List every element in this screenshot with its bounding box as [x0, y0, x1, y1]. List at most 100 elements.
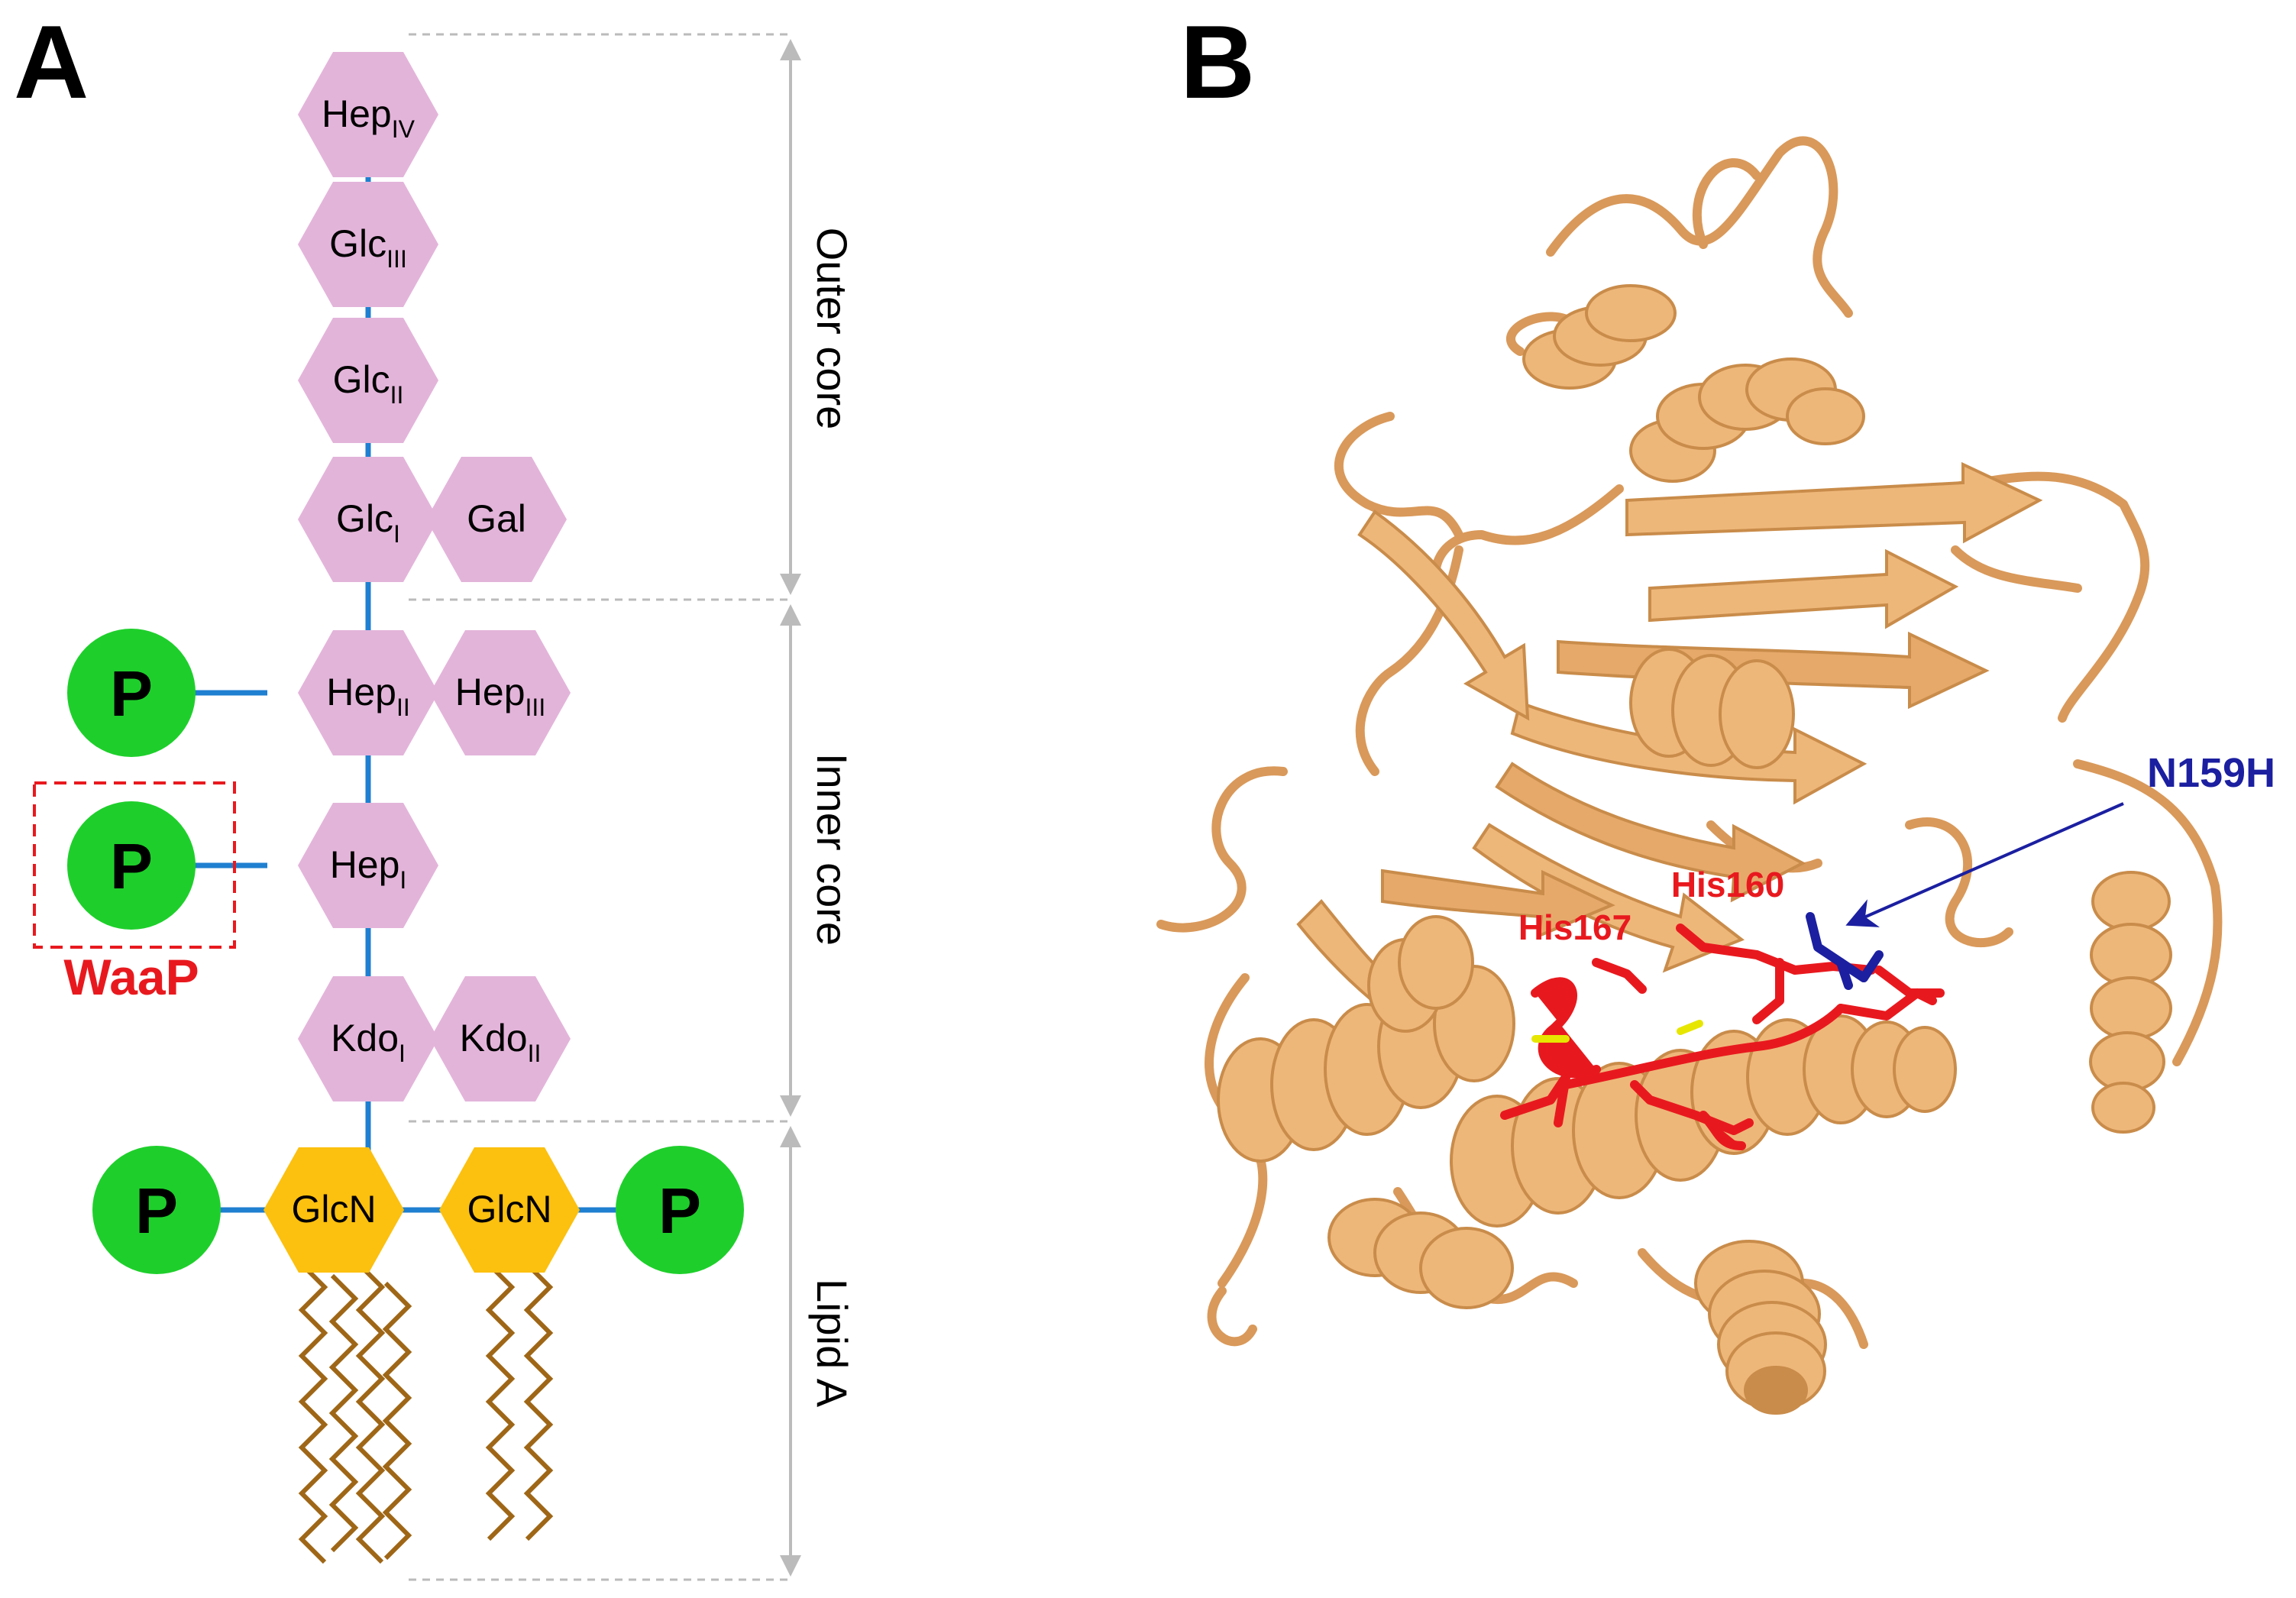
sugar-hexagon	[298, 318, 438, 443]
inner-core-label: Inner core	[808, 753, 856, 946]
sugar-name: Kdo	[331, 1017, 399, 1059]
sugar-gal: Gal	[426, 457, 567, 582]
sugar-label: HepII	[326, 671, 410, 721]
beta-strand-5	[1495, 762, 1806, 903]
sugar-hexagon	[430, 630, 571, 755]
waap-site-box	[33, 781, 236, 949]
helix-center-buried	[1629, 648, 1795, 769]
sugar-label: GlcII	[333, 358, 404, 409]
sugar-glc-iii: GlcIII	[298, 182, 438, 307]
sugar-subscript: II	[396, 694, 410, 721]
his167-helix	[1531, 977, 1601, 1079]
sugar-label: HepIV	[322, 92, 416, 143]
sugar-label: GlcN	[467, 1188, 551, 1231]
region-guides	[409, 33, 801, 1581]
sugar-hexagon	[439, 1147, 580, 1273]
phosphate-label: P	[110, 658, 153, 729]
sugar-hexagon	[298, 457, 438, 582]
sugar-name: Hep	[326, 671, 396, 713]
sugar-subscript: III	[386, 245, 407, 273]
beta-strand-6	[1472, 823, 1745, 973]
sulfur-atoms	[1531, 1020, 1703, 1043]
sugar-hexagon	[298, 630, 438, 755]
sugar-hexagon	[298, 803, 438, 928]
sugar-glc-i: GlcI	[298, 457, 438, 582]
sugar-label: HepIII	[455, 671, 545, 721]
sugar-glcn-right: GlcN	[439, 1147, 580, 1273]
panel-b-label: B	[1180, 4, 1255, 120]
helix-top-left	[1522, 284, 1677, 390]
his167-label: His167	[1518, 907, 1631, 947]
n159h-arrow	[1845, 802, 2124, 927]
helix-top-center	[1629, 357, 1865, 483]
sugar-label: Gal	[467, 497, 526, 540]
sugar-name: Hep	[322, 92, 392, 135]
sugar-label: GlcN	[291, 1188, 376, 1231]
sugar-label: KdoII	[460, 1017, 542, 1067]
sugar-hep-i: HepI	[298, 803, 438, 928]
phosphate-circle	[92, 1146, 221, 1274]
sugar-name: Hep	[330, 843, 400, 886]
sugar-hexagon	[264, 1147, 404, 1273]
phosphate-circle	[67, 629, 196, 757]
phosphate-circle	[616, 1146, 744, 1274]
sugar-subscript: IV	[392, 115, 416, 143]
phosphate-label: P	[110, 830, 153, 902]
sugar-name: Gal	[467, 497, 526, 540]
helix-bottom-coil	[1694, 1240, 1827, 1415]
sugar-hexagon	[298, 976, 438, 1101]
helix-bottom-left	[1327, 1198, 1514, 1309]
sugar-name: GlcN	[467, 1188, 551, 1231]
sugar-hexagon	[426, 457, 567, 582]
phosphate-waap: P	[67, 801, 196, 930]
sugar-glcn-left: GlcN	[264, 1147, 404, 1273]
sugar-hexagon	[298, 182, 438, 307]
sugar-label: KdoI	[331, 1017, 406, 1067]
sugar-name: Kdo	[460, 1017, 528, 1059]
helix-mid-left	[1367, 915, 1474, 1033]
beta-strand-1	[1625, 461, 2043, 544]
sugar-hexagon	[430, 976, 571, 1101]
sugar-name: GlcN	[291, 1188, 376, 1231]
phosphate-glcn-right: P	[616, 1146, 744, 1274]
beta-strand-7	[1381, 869, 1615, 939]
sugar-subscript: III	[525, 694, 546, 721]
sugar-hep-ii: HepII	[298, 630, 438, 755]
sugar-name: Glc	[329, 222, 386, 265]
sugar-glc-ii: GlcII	[298, 318, 438, 443]
sugar-subscript: II	[390, 381, 404, 409]
protein-cartoon	[1156, 136, 2223, 1415]
sugar-kdo-ii: KdoII	[430, 976, 571, 1101]
sugar-subscript: II	[528, 1040, 542, 1067]
phosphate-glcn-left: P	[92, 1146, 221, 1274]
sugar-subscript: I	[393, 520, 400, 548]
sugar-subscript: I	[399, 1040, 406, 1067]
beta-strand-9	[1357, 509, 1530, 721]
sugar-name: Glc	[333, 358, 390, 401]
sugar-kdo-i: KdoI	[298, 976, 438, 1101]
phosphate-label: P	[658, 1175, 701, 1247]
sugar-subscript: I	[399, 866, 406, 894]
lipid-a-label: Lipid A	[808, 1279, 856, 1408]
n159h-label: N159H	[2147, 750, 2275, 796]
phosphate-label: P	[135, 1175, 178, 1247]
panel-b: B	[1156, 4, 2275, 1415]
sugar-label: GlcIII	[329, 222, 407, 273]
waap-label: WaaP	[63, 949, 199, 1005]
sugar-hep-iii: HepIII	[430, 630, 571, 755]
helix-right	[2089, 871, 2172, 1134]
sugar-name: Glc	[336, 497, 393, 540]
sugar-label: GlcI	[336, 497, 400, 548]
sugar-name: Hep	[455, 671, 525, 713]
phosphate-top: P	[67, 629, 196, 757]
n159h-residue	[1806, 912, 1884, 990]
beta-strand-2	[1648, 548, 1959, 629]
helices	[1217, 284, 2172, 1415]
sugar-label: HepI	[330, 843, 407, 894]
panel-a-label: A	[14, 4, 89, 120]
sugar-hep-iv: HepIV	[298, 52, 438, 177]
lipid-a-acyl-chains	[298, 1262, 554, 1564]
